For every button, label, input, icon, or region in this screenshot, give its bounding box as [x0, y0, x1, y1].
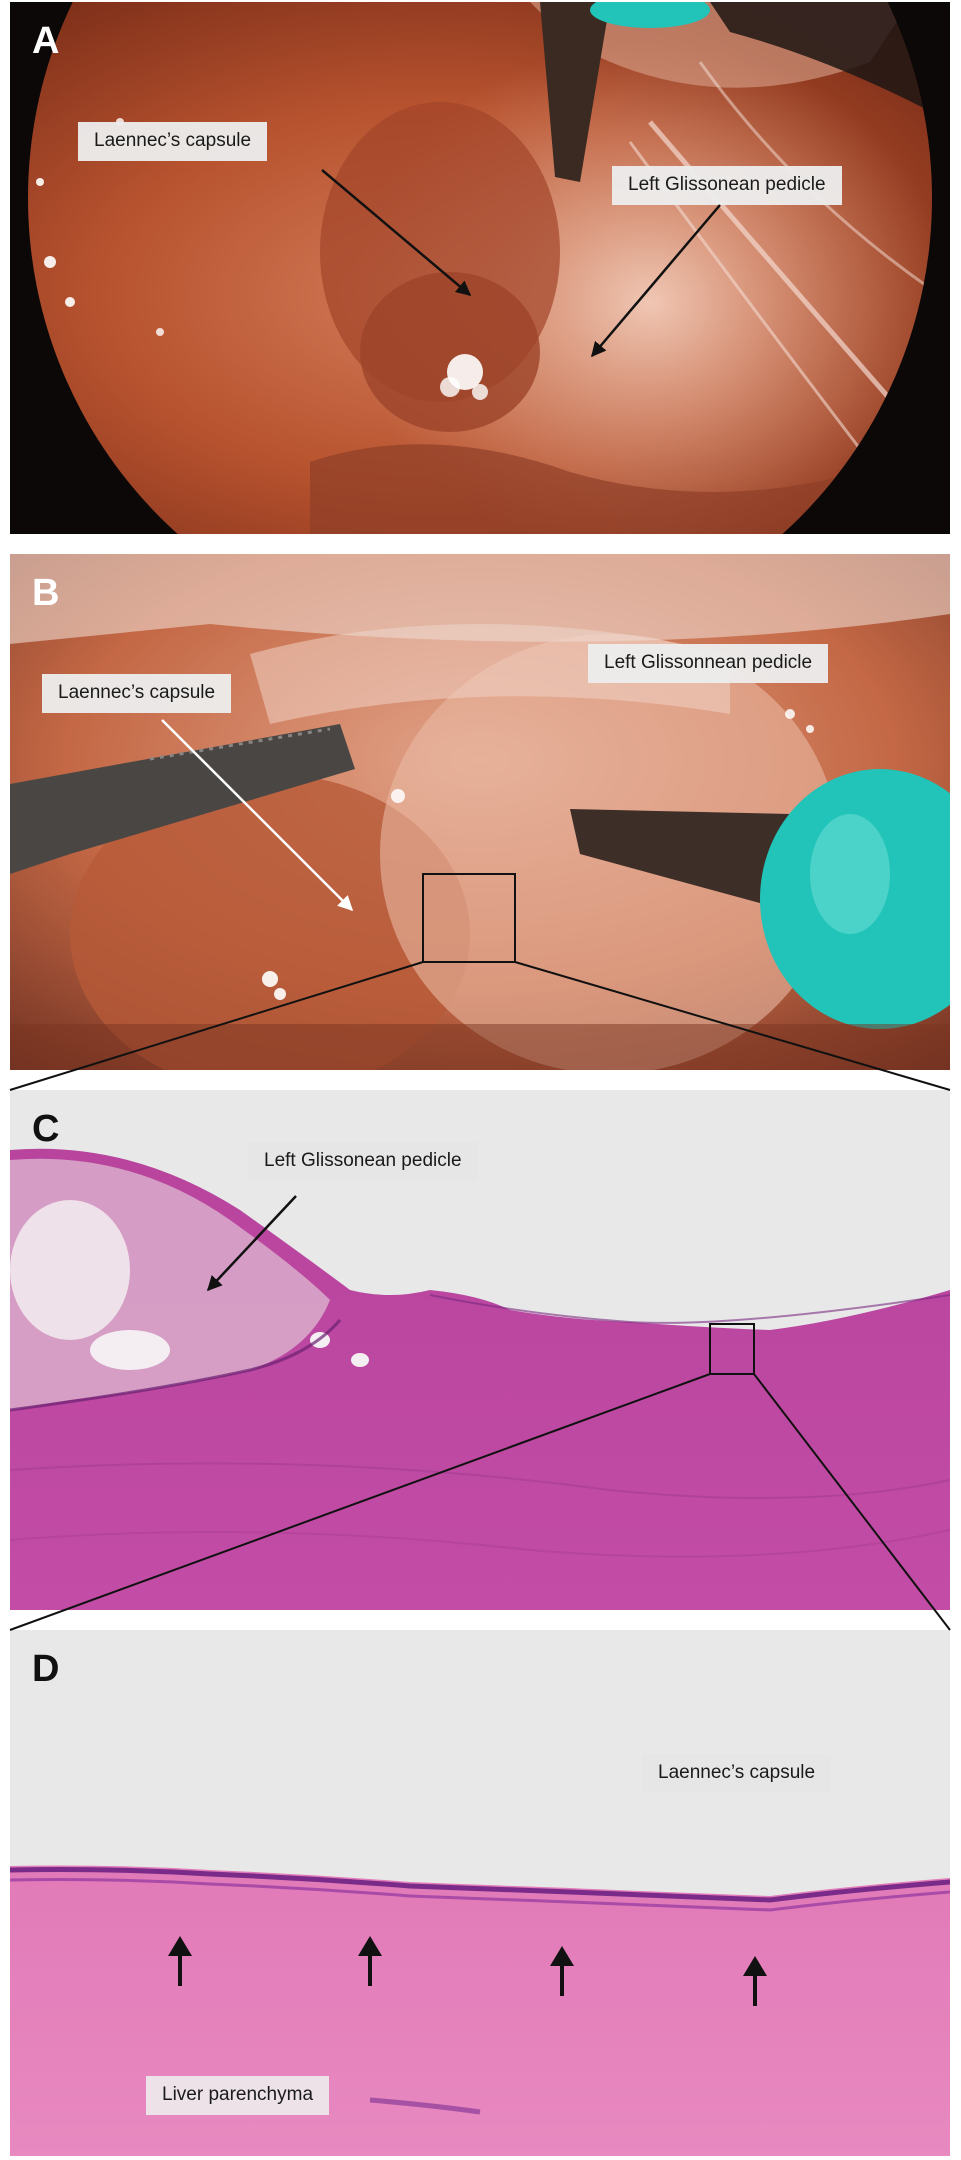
panel-letter-a: A	[32, 20, 60, 62]
left-glissonean-pedicle-label-a: Left Glissonean pedicle	[612, 166, 842, 205]
panel-letter-c: C	[32, 1108, 60, 1150]
laparoscopic-image-b	[10, 554, 950, 1070]
panel-d-histology-high-power: D Laennec’s capsule Liver parenchyma	[10, 1630, 950, 2156]
panel-b-laparoscopic-view: B Laennec’s capsule Left Glissonnean ped…	[10, 554, 950, 1070]
histology-image-c	[10, 1090, 950, 1610]
panel-letter-d: D	[32, 1648, 60, 1690]
laennec-capsule-label-b: Laennec’s capsule	[42, 674, 232, 713]
liver-parenchyma-label-d: Liver parenchyma	[146, 2076, 330, 2115]
laennec-capsule-label-d: Laennec’s capsule	[642, 1754, 832, 1793]
panel-a-laparoscopic-view: A Laennec’s capsule Left Glissonean pedi…	[10, 2, 950, 534]
left-glissonean-pedicle-label-c: Left Glissonean pedicle	[248, 1142, 478, 1181]
laennec-capsule-label-a: Laennec’s capsule	[78, 122, 268, 161]
panel-c-histology-low-power: C Left Glissonean pedicle	[10, 1090, 950, 1610]
laparoscopic-image-a	[10, 2, 950, 534]
left-glissonean-pedicle-label-b: Left Glissonnean pedicle	[588, 644, 829, 683]
panel-letter-b: B	[32, 572, 60, 614]
